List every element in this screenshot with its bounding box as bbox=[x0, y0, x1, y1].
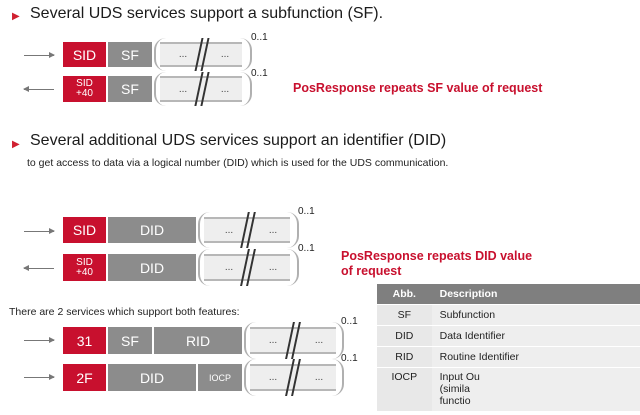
request-arrow bbox=[24, 228, 55, 234]
table-row: IOCP Input Ou (simila functio bbox=[377, 367, 640, 412]
table-cell-line: functio bbox=[439, 395, 471, 407]
did-box: DID bbox=[108, 217, 196, 243]
dots-label: ... bbox=[224, 262, 234, 273]
dots-label: ... bbox=[268, 262, 278, 273]
open-paren bbox=[154, 72, 166, 106]
dots-label: ... bbox=[220, 49, 230, 60]
pos-response-note: PosResponse repeats SF value of request bbox=[293, 81, 543, 95]
sid-label: SID bbox=[76, 78, 93, 89]
request-arrow bbox=[24, 374, 55, 380]
response-arrow bbox=[23, 265, 54, 271]
table-row: DID Data Identifier bbox=[377, 325, 640, 347]
did-box: DID bbox=[108, 364, 196, 391]
close-paren bbox=[287, 212, 299, 248]
open-paren bbox=[198, 249, 210, 286]
close-paren bbox=[240, 38, 252, 71]
dots-label: ... bbox=[220, 83, 230, 95]
request-arrow bbox=[24, 52, 55, 58]
section2-heading: Several additional UDS services support … bbox=[30, 132, 447, 149]
plus40-label: +40 bbox=[76, 266, 93, 278]
sf-box: SF bbox=[108, 42, 152, 67]
did-box: DID bbox=[108, 254, 196, 281]
table-row: RID Routine Identifier bbox=[377, 346, 640, 368]
multiplicity-label: 0..1 bbox=[251, 68, 268, 79]
sid-plus40-box: SID +40 bbox=[63, 76, 106, 102]
bullet-icon: ▶ bbox=[12, 11, 20, 22]
close-paren bbox=[332, 359, 344, 396]
request-arrow bbox=[24, 337, 55, 343]
multiplicity-label: 0..1 bbox=[341, 316, 358, 327]
table-cell: Routine Identifier bbox=[431, 346, 640, 368]
sid-box: SID bbox=[63, 217, 106, 243]
dots-label: ... bbox=[178, 49, 188, 60]
sid-box: 2F bbox=[63, 364, 106, 391]
dots-label: ... bbox=[268, 224, 278, 236]
pos-response-note: PosResponse repeats DID value of request bbox=[341, 249, 532, 279]
open-paren bbox=[198, 212, 210, 248]
close-paren bbox=[240, 72, 252, 106]
open-paren bbox=[244, 359, 256, 396]
multiplicity-label: 0..1 bbox=[298, 243, 315, 254]
table-row: SF Subfunction bbox=[377, 304, 640, 326]
sf-box: SF bbox=[108, 76, 152, 102]
table-cell: IOCP bbox=[377, 367, 432, 412]
table-cell: RID bbox=[377, 346, 432, 368]
pos-response-line: PosResponse repeats DID value bbox=[341, 249, 533, 263]
dots-label: ... bbox=[314, 335, 324, 346]
dots-label: ... bbox=[314, 372, 324, 383]
abbreviation-table: Abb. Description SF Subfunction DID Data… bbox=[377, 284, 640, 412]
close-paren bbox=[332, 322, 344, 359]
open-paren bbox=[154, 38, 166, 71]
close-paren bbox=[287, 249, 299, 286]
table-header: Description bbox=[431, 284, 640, 305]
dots-label: ... bbox=[178, 83, 188, 95]
multiplicity-label: 0..1 bbox=[251, 32, 268, 43]
iocp-box: IOCP bbox=[198, 364, 242, 391]
sid-box: SID bbox=[63, 42, 106, 67]
table-cell: Input Ou (simila functio bbox=[431, 367, 640, 412]
section1-heading: Several UDS services support a subfuncti… bbox=[30, 5, 384, 22]
response-arrow bbox=[23, 86, 54, 92]
table-header-row: Abb. Description bbox=[377, 284, 640, 305]
bullet-icon: ▶ bbox=[12, 139, 20, 150]
dots-label: ... bbox=[268, 335, 278, 346]
both-features-note: There are 2 services which support both … bbox=[9, 306, 240, 318]
rid-box: RID bbox=[154, 327, 242, 354]
plus40-label: +40 bbox=[76, 88, 93, 99]
pos-response-line: of request bbox=[341, 264, 402, 278]
table-cell: DID bbox=[377, 325, 432, 347]
sid-label: SID bbox=[76, 256, 93, 268]
sid-plus40-box: SID +40 bbox=[63, 254, 106, 281]
multiplicity-label: 0..1 bbox=[341, 353, 358, 364]
section2-subtext: to get access to data via a logical numb… bbox=[27, 157, 449, 169]
table-cell: SF bbox=[377, 304, 432, 326]
sid-box: 31 bbox=[63, 327, 106, 354]
table-cell: Data Identifier bbox=[431, 325, 640, 347]
table-cell-line: Input Ou bbox=[439, 371, 480, 383]
open-paren bbox=[244, 322, 256, 359]
dots-label: ... bbox=[224, 224, 234, 236]
sf-box: SF bbox=[108, 327, 152, 354]
multiplicity-label: 0..1 bbox=[298, 206, 315, 217]
table-cell: Subfunction bbox=[431, 304, 640, 326]
table-header: Abb. bbox=[377, 284, 432, 305]
table-cell-line: (simila bbox=[439, 383, 470, 395]
dots-label: ... bbox=[268, 372, 278, 383]
